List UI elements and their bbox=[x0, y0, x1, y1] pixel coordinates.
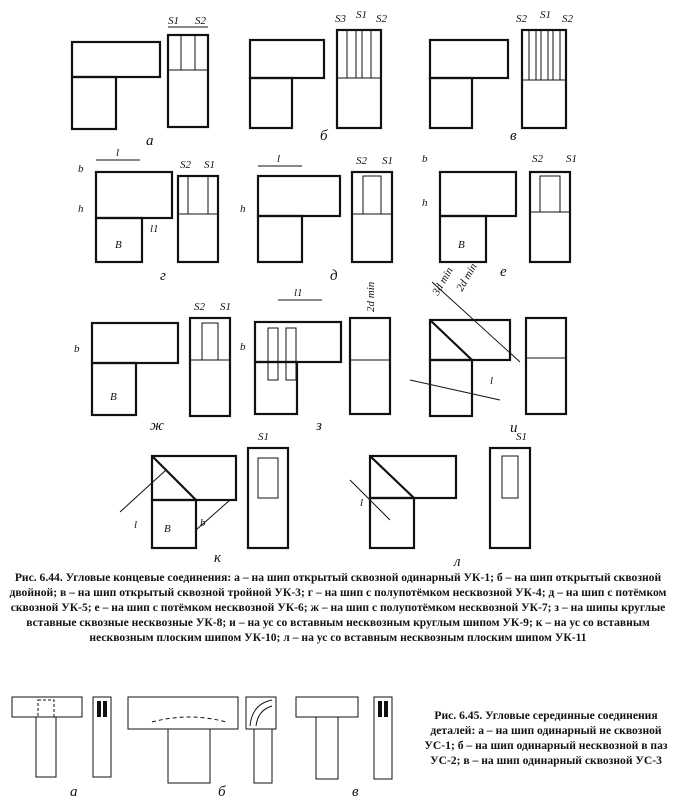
dim-l: l bbox=[277, 153, 280, 165]
dim-s1: S1 bbox=[258, 431, 269, 443]
label-l: л bbox=[453, 554, 461, 570]
dim-s1: S1 bbox=[382, 155, 393, 167]
dim-B: B bbox=[164, 523, 171, 535]
dim-s2: S2 bbox=[180, 159, 192, 171]
joint-e: b h B S2 S1 е bbox=[422, 153, 577, 280]
dim-s1: S1 bbox=[566, 153, 577, 165]
label-k: к bbox=[214, 550, 222, 566]
dim-b: b bbox=[422, 153, 428, 165]
dim-h: h bbox=[422, 197, 428, 209]
dim-s2: S2 bbox=[195, 15, 207, 27]
dim-l: l bbox=[490, 375, 493, 387]
dim-l: l bbox=[116, 147, 119, 159]
figure-6-44-caption: Рис. 6.44. Угловые концевые соединения: … bbox=[9, 571, 667, 644]
label-e: е bbox=[500, 264, 507, 280]
label-b: б bbox=[320, 128, 328, 144]
dim-h: h bbox=[78, 203, 84, 215]
dim-dmin: 2d min bbox=[365, 281, 377, 312]
middle-joint-a: а bbox=[11, 696, 112, 800]
dim-s1: S1 bbox=[356, 9, 367, 21]
label-a: а bbox=[146, 133, 154, 149]
dim-l: l bbox=[134, 519, 137, 531]
label-z: з bbox=[315, 418, 322, 434]
dim-s1: S1 bbox=[516, 431, 527, 443]
dim-s2: S2 bbox=[532, 153, 544, 165]
dim-s2: S2 bbox=[356, 155, 368, 167]
label-d: д bbox=[330, 268, 338, 284]
joint-a: S1 S2 а bbox=[70, 15, 210, 149]
dim-dmin: 2d min bbox=[454, 261, 480, 294]
joint-b: S3 S1 S2 б bbox=[248, 9, 388, 144]
dim-b: b bbox=[78, 163, 84, 175]
dim-s1: S1 bbox=[168, 15, 179, 27]
dim-b: b bbox=[200, 517, 206, 529]
dim-s3: S3 bbox=[335, 13, 347, 25]
dim-dmin2: 3d min bbox=[430, 265, 456, 298]
label-zh: ж bbox=[150, 418, 164, 434]
dim-h: h bbox=[240, 203, 246, 215]
joint-g: l b h l1 B S2 S1 г bbox=[78, 147, 220, 284]
dim-B: B bbox=[458, 239, 465, 251]
label-g: г bbox=[160, 268, 166, 284]
fig2-label-b: б bbox=[218, 784, 226, 800]
joint-z: l1 b 2d min з bbox=[240, 281, 392, 434]
dim-b: b bbox=[74, 343, 80, 355]
joint-l: l S1 л bbox=[349, 431, 532, 570]
dim-s1: S1 bbox=[540, 9, 551, 21]
joint-i: 3d min 2d min l и bbox=[409, 261, 568, 436]
dim-s1: S1 bbox=[204, 159, 215, 171]
dim-s1: S1 bbox=[220, 301, 231, 313]
dim-l1: l1 bbox=[294, 287, 303, 299]
joint-k: l B b S1 к bbox=[119, 431, 290, 566]
dim-B: B bbox=[115, 239, 122, 251]
dim-l: l bbox=[360, 497, 363, 509]
dim-l1: l1 bbox=[150, 223, 159, 235]
fig2-label-a: а bbox=[70, 784, 78, 800]
middle-joint-v: в bbox=[295, 696, 393, 800]
joint-d: l h S2 S1 д bbox=[240, 153, 394, 284]
dim-B: B bbox=[110, 391, 117, 403]
label-v: в bbox=[510, 128, 517, 144]
dim-s2: S2 bbox=[376, 13, 388, 25]
joint-zh: b B S2 S1 ж bbox=[74, 301, 232, 434]
dim-b: b bbox=[240, 341, 246, 353]
label-i: и bbox=[510, 420, 518, 436]
dim-s2: S2 bbox=[516, 13, 528, 25]
figure-6-45-caption: Рис. 6.45. Угловые серединные соединения… bbox=[424, 709, 668, 767]
middle-joint-b: б bbox=[127, 696, 277, 800]
dim-s2: S2 bbox=[562, 13, 574, 25]
fig2-label-v: в bbox=[352, 784, 359, 800]
joint-v: S2 S1 S2 в bbox=[428, 9, 574, 144]
dim-s2: S2 bbox=[194, 301, 206, 313]
